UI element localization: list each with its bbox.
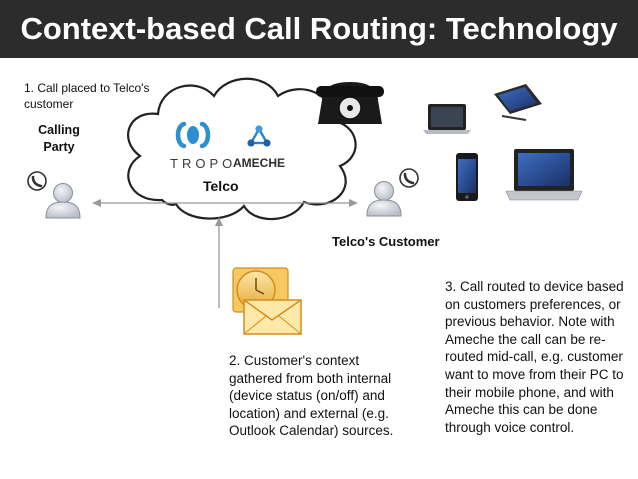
step-2-text: 2. Customer's context gathered from both… [229, 352, 399, 440]
customer-phone-icon [400, 169, 418, 187]
smartphone-icon [456, 153, 478, 201]
context-arrow [215, 217, 223, 308]
calling-party-phone-icon [28, 172, 46, 190]
telco-customer-label: Telco's Customer [332, 234, 440, 249]
step-3-text: 3. Call routed to device based on custom… [445, 278, 638, 436]
tablet-icon [494, 84, 542, 120]
telco-label: Telco [203, 178, 239, 194]
large-laptop-icon [506, 149, 582, 200]
calling-party-label: Calling Party [26, 122, 92, 156]
calling-party-user-icon [46, 184, 80, 219]
step-1-text: 1. Call placed to Telco's customer [24, 80, 174, 112]
tropo-wordmark: TROPO [170, 156, 236, 171]
rotary-phone-icon [316, 82, 384, 124]
laptop-icon [423, 104, 471, 134]
envelope-clock-icon [233, 268, 301, 334]
ameche-wordmark: AMECHE [233, 156, 285, 170]
customer-user-icon [367, 182, 401, 217]
